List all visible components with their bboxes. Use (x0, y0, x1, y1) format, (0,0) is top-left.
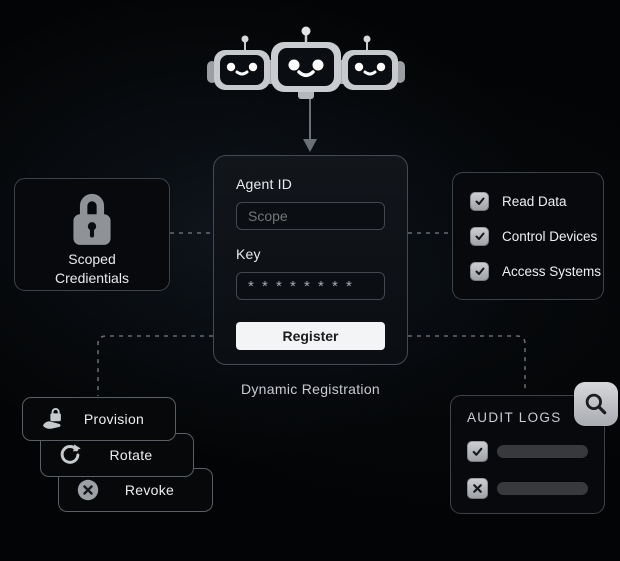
permission-label: Control Devices (502, 228, 598, 244)
checkbox-crossed[interactable] (467, 478, 488, 499)
antenna-icon (363, 35, 371, 43)
antenna-icon (241, 35, 249, 43)
x-icon (473, 484, 482, 493)
key-label: Key (236, 246, 261, 262)
check-icon (472, 447, 483, 456)
rotate-arrow-icon (60, 444, 81, 464)
agent-id-label: Agent ID (236, 176, 293, 192)
audit-logs-title: AUDIT LOGS (467, 410, 562, 425)
permissions-card: Read Data Control Devices Access Systems (452, 172, 604, 300)
circle-x-icon (77, 479, 99, 501)
audit-log-row-fail (467, 478, 588, 499)
check-icon (475, 197, 484, 205)
key-input[interactable] (236, 272, 385, 300)
provision-button[interactable]: Provision (22, 397, 176, 441)
credentials-title-line1: Scoped (68, 251, 116, 267)
provision-label: Provision (83, 411, 145, 427)
audit-log-row-pass (467, 441, 588, 462)
lock-icon (73, 193, 111, 245)
permission-row-control-devices: Control Devices (470, 226, 603, 246)
robot-head-left (214, 50, 270, 90)
revoke-label: Revoke (124, 482, 175, 498)
robot-heads-illustration (207, 26, 405, 99)
check-icon (475, 267, 484, 275)
hand-lock-icon (42, 408, 61, 429)
robot-head-center (271, 42, 341, 92)
log-entry-placeholder-bar (497, 445, 588, 458)
scoped-credentials-card: Scoped Credientials (14, 178, 170, 291)
check-icon (475, 232, 484, 240)
permission-row-read-data: Read Data (470, 191, 603, 211)
checkbox-checked[interactable] (467, 441, 488, 462)
form-to-audit-connector (408, 335, 526, 393)
agent-id-input[interactable] (236, 202, 385, 230)
registration-form-card: Agent ID Key Register (213, 155, 408, 365)
credentials-title: Scoped Credientials (55, 250, 129, 288)
checkbox-checked[interactable] (470, 261, 489, 281)
checkbox-checked[interactable] (470, 191, 489, 211)
checkbox-checked[interactable] (470, 226, 489, 246)
magnifier-icon (585, 393, 607, 415)
log-entry-placeholder-bar (497, 482, 588, 495)
robot-head-right (342, 50, 398, 90)
permission-label: Read Data (502, 193, 567, 209)
credentials-title-line2: Credientials (55, 270, 129, 286)
audit-search-button[interactable] (574, 382, 618, 426)
antenna-icon (301, 26, 311, 36)
arrowhead-icon (303, 139, 317, 152)
permission-label: Access Systems (502, 263, 602, 279)
rotate-label: Rotate (109, 447, 153, 463)
form-to-lifecycle-connector (97, 335, 213, 396)
form-caption: Dynamic Registration (240, 381, 381, 397)
permission-row-access-systems: Access Systems (470, 261, 603, 281)
register-button[interactable]: Register (236, 322, 385, 350)
